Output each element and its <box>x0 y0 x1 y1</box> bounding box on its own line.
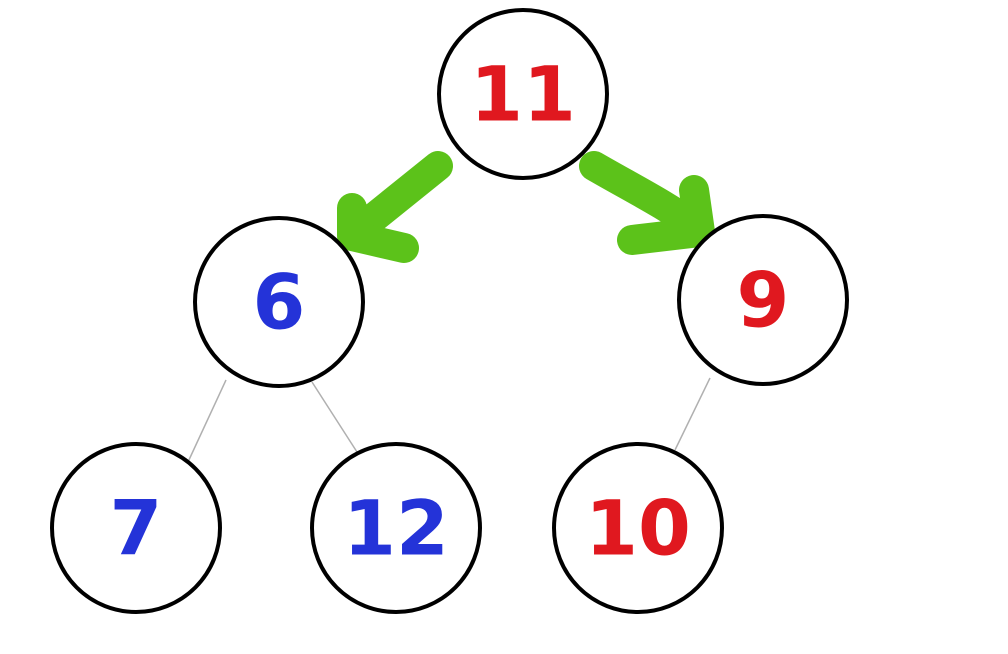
node-6: 6 <box>193 216 365 388</box>
node-10: 10 <box>552 442 724 614</box>
node-9: 9 <box>677 214 849 386</box>
edge-9-10 <box>674 377 711 451</box>
node-7-label: 7 <box>110 484 163 573</box>
node-6-label: 6 <box>253 258 306 347</box>
arrow-11-to-6 <box>337 151 453 263</box>
node-10-label: 10 <box>585 484 691 573</box>
node-12: 12 <box>310 442 482 614</box>
node-11-label: 11 <box>470 50 576 139</box>
edge-6-7 <box>187 379 227 463</box>
node-7: 7 <box>50 442 222 614</box>
node-9-label: 9 <box>737 256 790 345</box>
arrow-11-to-9 <box>579 151 715 255</box>
node-12-label: 12 <box>343 484 449 573</box>
edge-6-12 <box>311 381 358 453</box>
node-11: 11 <box>437 8 609 180</box>
